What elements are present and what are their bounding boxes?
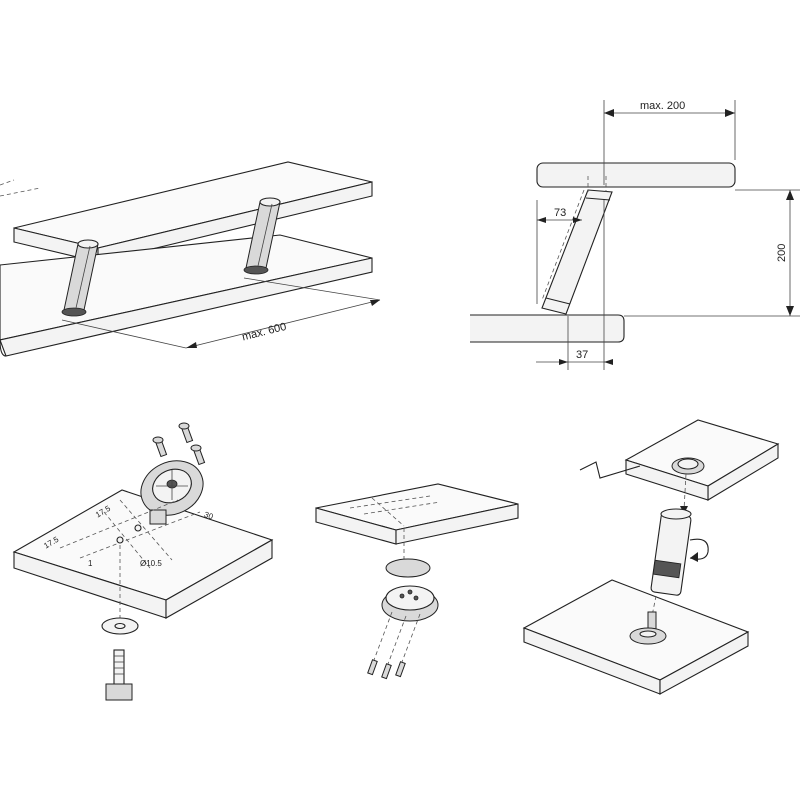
- assembly-leg: [650, 508, 692, 596]
- side-leg: [541, 176, 613, 315]
- bolt: [105, 649, 133, 701]
- shelf-overview-panel: max. 600: [0, 161, 381, 357]
- assembly-panel: [522, 419, 780, 695]
- bottom-offset-label: 37: [576, 349, 588, 361]
- top-offset-label: 73: [554, 207, 566, 219]
- bracket-screws: [367, 611, 421, 680]
- overhang-label: max. 200: [640, 100, 685, 112]
- hole-label: Ø10.5: [140, 559, 162, 568]
- top-bracket: [381, 585, 439, 622]
- lower-shelf: [0, 234, 373, 357]
- dim-d-label: 1: [88, 559, 93, 568]
- side-view-panel: max. 200 200 73 37: [470, 100, 800, 370]
- dim-c-label: 30: [203, 510, 215, 522]
- top-disc: [385, 558, 431, 578]
- height-label: 200: [776, 244, 788, 262]
- left-leg: [61, 239, 99, 317]
- right-leg: [243, 197, 281, 275]
- top-shelf: [536, 162, 736, 188]
- rotate-arrow: [689, 538, 709, 560]
- span-label: max. 600: [241, 321, 288, 344]
- upper-shelf: [0, 161, 373, 263]
- top-mount-panel: [315, 483, 519, 680]
- mounting-plate-panel: 17.5 17.5 30 1 Ø10.5: [12, 422, 274, 701]
- round-base-plate: [140, 460, 204, 516]
- bottom-shelf: [470, 314, 625, 343]
- allen-key: [579, 461, 641, 479]
- top-screws: [152, 422, 206, 466]
- nut: [149, 509, 167, 525]
